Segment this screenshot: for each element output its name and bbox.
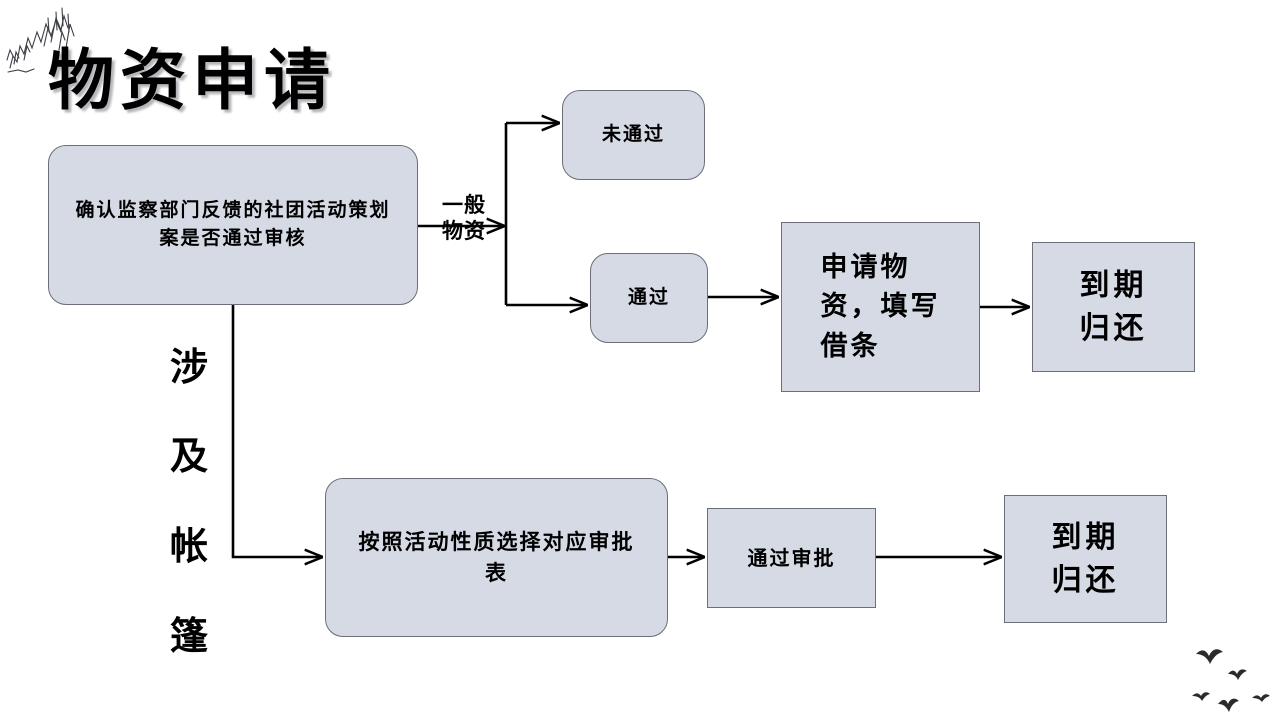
edge-label-tent-char-0: 涉 xyxy=(169,344,208,389)
node-return-on-due-top[interactable]: 到期 归还 xyxy=(1032,242,1195,372)
edge-verify-to-select xyxy=(231,305,321,557)
node-return-bottom-label: 到期 归还 xyxy=(1051,519,1120,599)
node-return-on-due-bottom[interactable]: 到期 归还 xyxy=(1004,495,1167,623)
edge-label-tent-vertical: 涉 及 帐 篷 xyxy=(160,300,218,703)
node-verify-label: 确认监察部门反馈的社团活动策划案是否通过审核 xyxy=(75,199,391,249)
edge-label-general-supplies: 一般 物资 xyxy=(442,193,486,244)
edge-label-tent-char-1: 及 xyxy=(169,434,208,479)
node-approved-label: 通过审批 xyxy=(747,545,836,570)
edge-label-tent-char-2: 帐 xyxy=(169,524,208,569)
node-rejected-label: 未通过 xyxy=(601,123,665,146)
node-apply-label: 申请物 资，填写 借条 xyxy=(820,252,941,362)
node-passed[interactable]: 通过 xyxy=(590,253,708,343)
node-verify-review[interactable]: 确认监察部门反馈的社团活动策划案是否通过审核 xyxy=(48,145,418,305)
node-rejected[interactable]: 未通过 xyxy=(562,90,705,180)
node-select-approval-form[interactable]: 按照活动性质选择对应审批表 xyxy=(325,478,668,637)
edge-label-tent-char-3: 篷 xyxy=(169,613,208,658)
node-passed-label: 通过 xyxy=(627,286,670,309)
node-select-label: 按照活动性质选择对应审批表 xyxy=(358,530,635,585)
node-approval-passed[interactable]: 通过审批 xyxy=(707,508,876,608)
node-apply-supplies[interactable]: 申请物 资，填写 借条 xyxy=(781,222,980,392)
page-title: 物资申请 xyxy=(48,42,336,119)
node-return-top-label: 到期 归还 xyxy=(1079,267,1148,347)
